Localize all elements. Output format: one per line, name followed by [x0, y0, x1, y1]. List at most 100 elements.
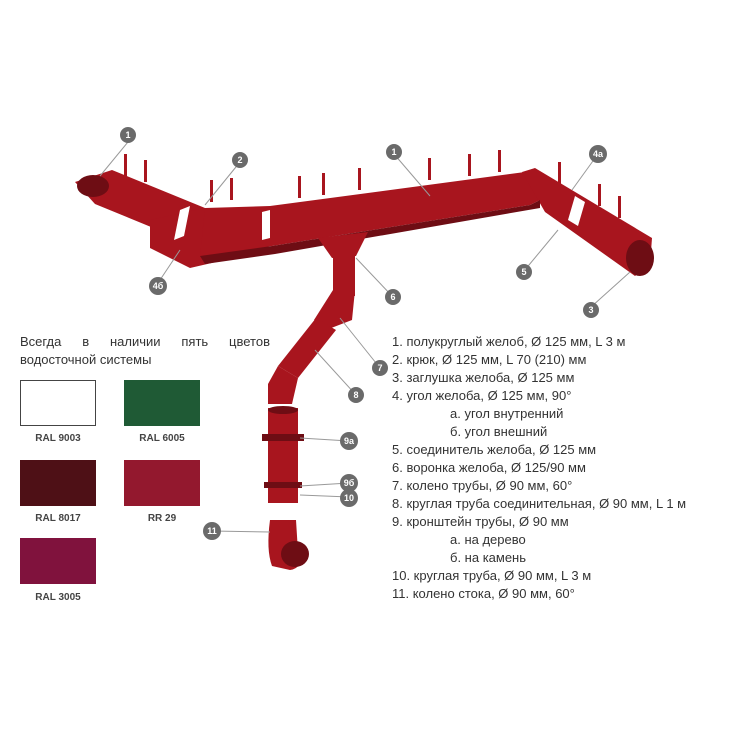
gutter-bottom-shade	[200, 200, 540, 264]
color-swatch-ral-8017	[20, 460, 96, 506]
callout-badge: 4а	[589, 145, 607, 163]
svg-text:1: 1	[125, 130, 130, 140]
gutter-hook	[230, 178, 233, 200]
legend-item: 7. колено трубы, Ø 90 мм, 60°	[392, 478, 573, 493]
color-swatch-rr-29	[124, 460, 200, 506]
legend-subitem: б. на камень	[450, 550, 527, 565]
svg-text:8: 8	[353, 390, 358, 400]
leader-line	[590, 271, 631, 308]
gutter-hook	[618, 196, 621, 218]
leader-line	[393, 153, 431, 197]
callout-badges: 1 2 1 4а 4б 5 3 6 7 8 9а 9б 10 11	[120, 127, 607, 540]
svg-text:10: 10	[344, 493, 354, 503]
pipe-short-vertical	[333, 256, 355, 296]
gutter-hook	[598, 184, 601, 206]
callout-badge: 11	[203, 522, 221, 540]
leader-line	[339, 317, 381, 369]
svg-text:4а: 4а	[593, 149, 604, 159]
callout-badge: 3	[583, 302, 599, 318]
gutter-connector-seam	[568, 196, 585, 226]
swatch-label: RAL 3005	[35, 592, 81, 603]
gutter-hook	[498, 150, 501, 172]
gutter-hook	[124, 154, 127, 176]
svg-text:7: 7	[377, 363, 382, 373]
gutter-hook	[210, 180, 213, 202]
svg-text:1: 1	[391, 147, 396, 157]
swatch-label: RAL 8017	[35, 513, 81, 524]
legend-item: 11. колено стока, Ø 90 мм, 60°	[392, 586, 575, 601]
pipe-elbow-upper	[314, 290, 355, 330]
callout-badge: 1	[386, 144, 402, 160]
gutter-funnel	[318, 232, 368, 258]
callout-badge: 1	[120, 127, 136, 143]
legend-item: 6. воронка желоба, Ø 125/90 мм	[392, 460, 586, 475]
swatch-label: RAL 9003	[35, 433, 81, 444]
color-swatch-ral-6005	[124, 380, 200, 426]
legend-item: 8. круглая труба соединительная, Ø 90 мм…	[392, 496, 687, 511]
pipe-outlet-opening	[281, 541, 309, 567]
legend-item: 10. круглая труба, Ø 90 мм, L 3 м	[392, 568, 592, 583]
callout-badge: 8	[348, 387, 364, 403]
callout-badge: 9б	[340, 474, 358, 492]
color-swatch-ral-3005	[20, 538, 96, 584]
pipe-long-vertical	[268, 408, 298, 503]
legend-item: 3. заглушка желоба, Ø 125 мм	[392, 370, 575, 385]
parts-legend: 1. полукруглый желоб, Ø 125 мм, L 3 м 2.…	[392, 333, 732, 603]
callout-badge: 6	[385, 289, 401, 305]
end-cap-right	[626, 240, 654, 276]
leader-line	[355, 257, 394, 298]
gutter-hook	[428, 158, 431, 180]
legend-subitem: б. угол внешний	[450, 424, 548, 439]
svg-text:4б: 4б	[153, 281, 164, 291]
leader-line	[523, 229, 559, 272]
gutter-hooks	[124, 150, 621, 218]
gutter-main-section	[200, 172, 540, 256]
gutter-connector-seam	[174, 206, 190, 240]
swatch-label: RR 29	[147, 513, 177, 524]
legend-item: 1. полукруглый желоб, Ø 125 мм, L 3 м	[392, 334, 626, 349]
callout-badge: 2	[232, 152, 248, 168]
gutter-connector-seam	[262, 210, 270, 240]
pipe-bracket-stone	[264, 482, 302, 488]
leader-line	[211, 530, 271, 533]
pipe-connecting-diagonal	[278, 318, 336, 378]
swatch-label: RAL 6005	[139, 433, 185, 444]
svg-text:2: 2	[237, 155, 242, 165]
gutter-system-body	[75, 168, 654, 570]
callout-badge: 4б	[149, 277, 167, 295]
legend-subitem: а. угол внутренний	[450, 406, 564, 421]
gutter-hook	[144, 160, 147, 182]
legend-item: 2. крюк, Ø 125 мм, L 70 (210) мм	[392, 352, 587, 367]
leader-line	[204, 161, 241, 206]
svg-text:5: 5	[521, 267, 526, 277]
gutter-hook	[298, 176, 301, 198]
callout-badge: 9а	[340, 432, 358, 450]
leader-line	[157, 249, 181, 284]
svg-text:6: 6	[390, 292, 395, 302]
color-swatch-ral-9003	[20, 380, 96, 426]
colors-caption: Всегда в наличии пять цветов водосточной…	[20, 334, 270, 367]
svg-text:9б: 9б	[344, 478, 355, 488]
leader-line	[99, 141, 129, 177]
gutter-right-section	[522, 168, 652, 276]
gutter-hook	[558, 162, 561, 184]
gutter-hook	[322, 173, 325, 195]
svg-text:11: 11	[207, 526, 217, 536]
legend-item: 9. кронштейн трубы, Ø 90 мм	[392, 514, 569, 529]
callout-badge: 7	[372, 360, 388, 376]
leader-line	[314, 349, 357, 396]
callout-badge: 5	[516, 264, 532, 280]
callout-badge: 10	[340, 489, 358, 507]
gutter-hook	[358, 168, 361, 190]
end-cap-left	[77, 175, 109, 197]
legend-item: 4. угол желоба, Ø 125 мм, 90°	[392, 388, 572, 403]
svg-text:3: 3	[588, 305, 593, 315]
legend-item: 5. соединитель желоба, Ø 125 мм	[392, 442, 597, 457]
pipe-top-opening	[268, 406, 298, 414]
svg-text:9а: 9а	[344, 436, 355, 446]
pipe-bracket-wood	[262, 434, 304, 441]
pipe-elbow-lower	[268, 366, 298, 404]
legend-subitem: а. на дерево	[450, 532, 526, 547]
